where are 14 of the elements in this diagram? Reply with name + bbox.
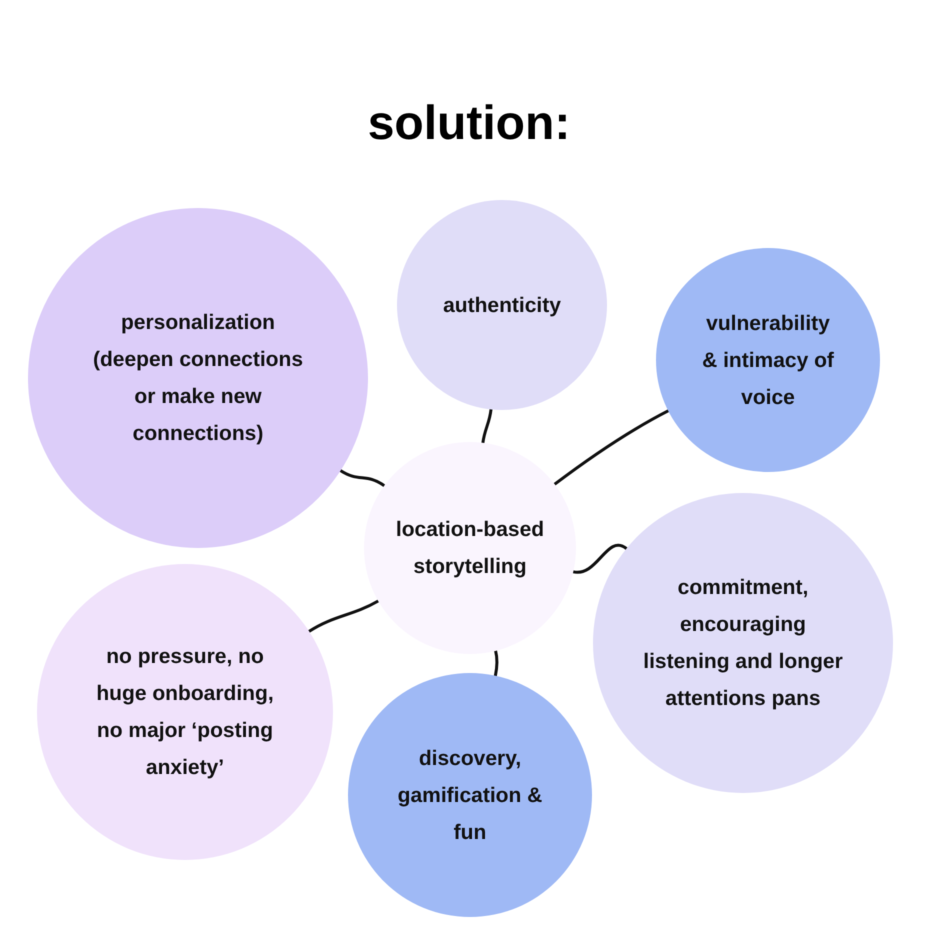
diagram-title: solution:	[368, 96, 570, 152]
topic-label: discovery, gamification & fun	[396, 746, 544, 846]
connector-line	[494, 649, 498, 678]
connector-line	[572, 544, 628, 574]
topic-label: authenticity	[442, 292, 562, 318]
topic-label: vulnerability & intimacy of voice	[701, 310, 835, 410]
connector-line	[481, 408, 492, 444]
connector-line	[339, 469, 386, 488]
connector-line	[553, 409, 670, 486]
topic-label: location-based storytelling	[394, 517, 546, 580]
connector-line	[308, 600, 380, 633]
topic-label: commitment, encouraging listening and longer attentions pans	[642, 575, 844, 712]
topic-label: personalization (deepen connections or make new connections)	[92, 310, 304, 447]
topic-label: no pressure, no huge onboarding, no major ‘posting anxiety’	[95, 644, 275, 781]
